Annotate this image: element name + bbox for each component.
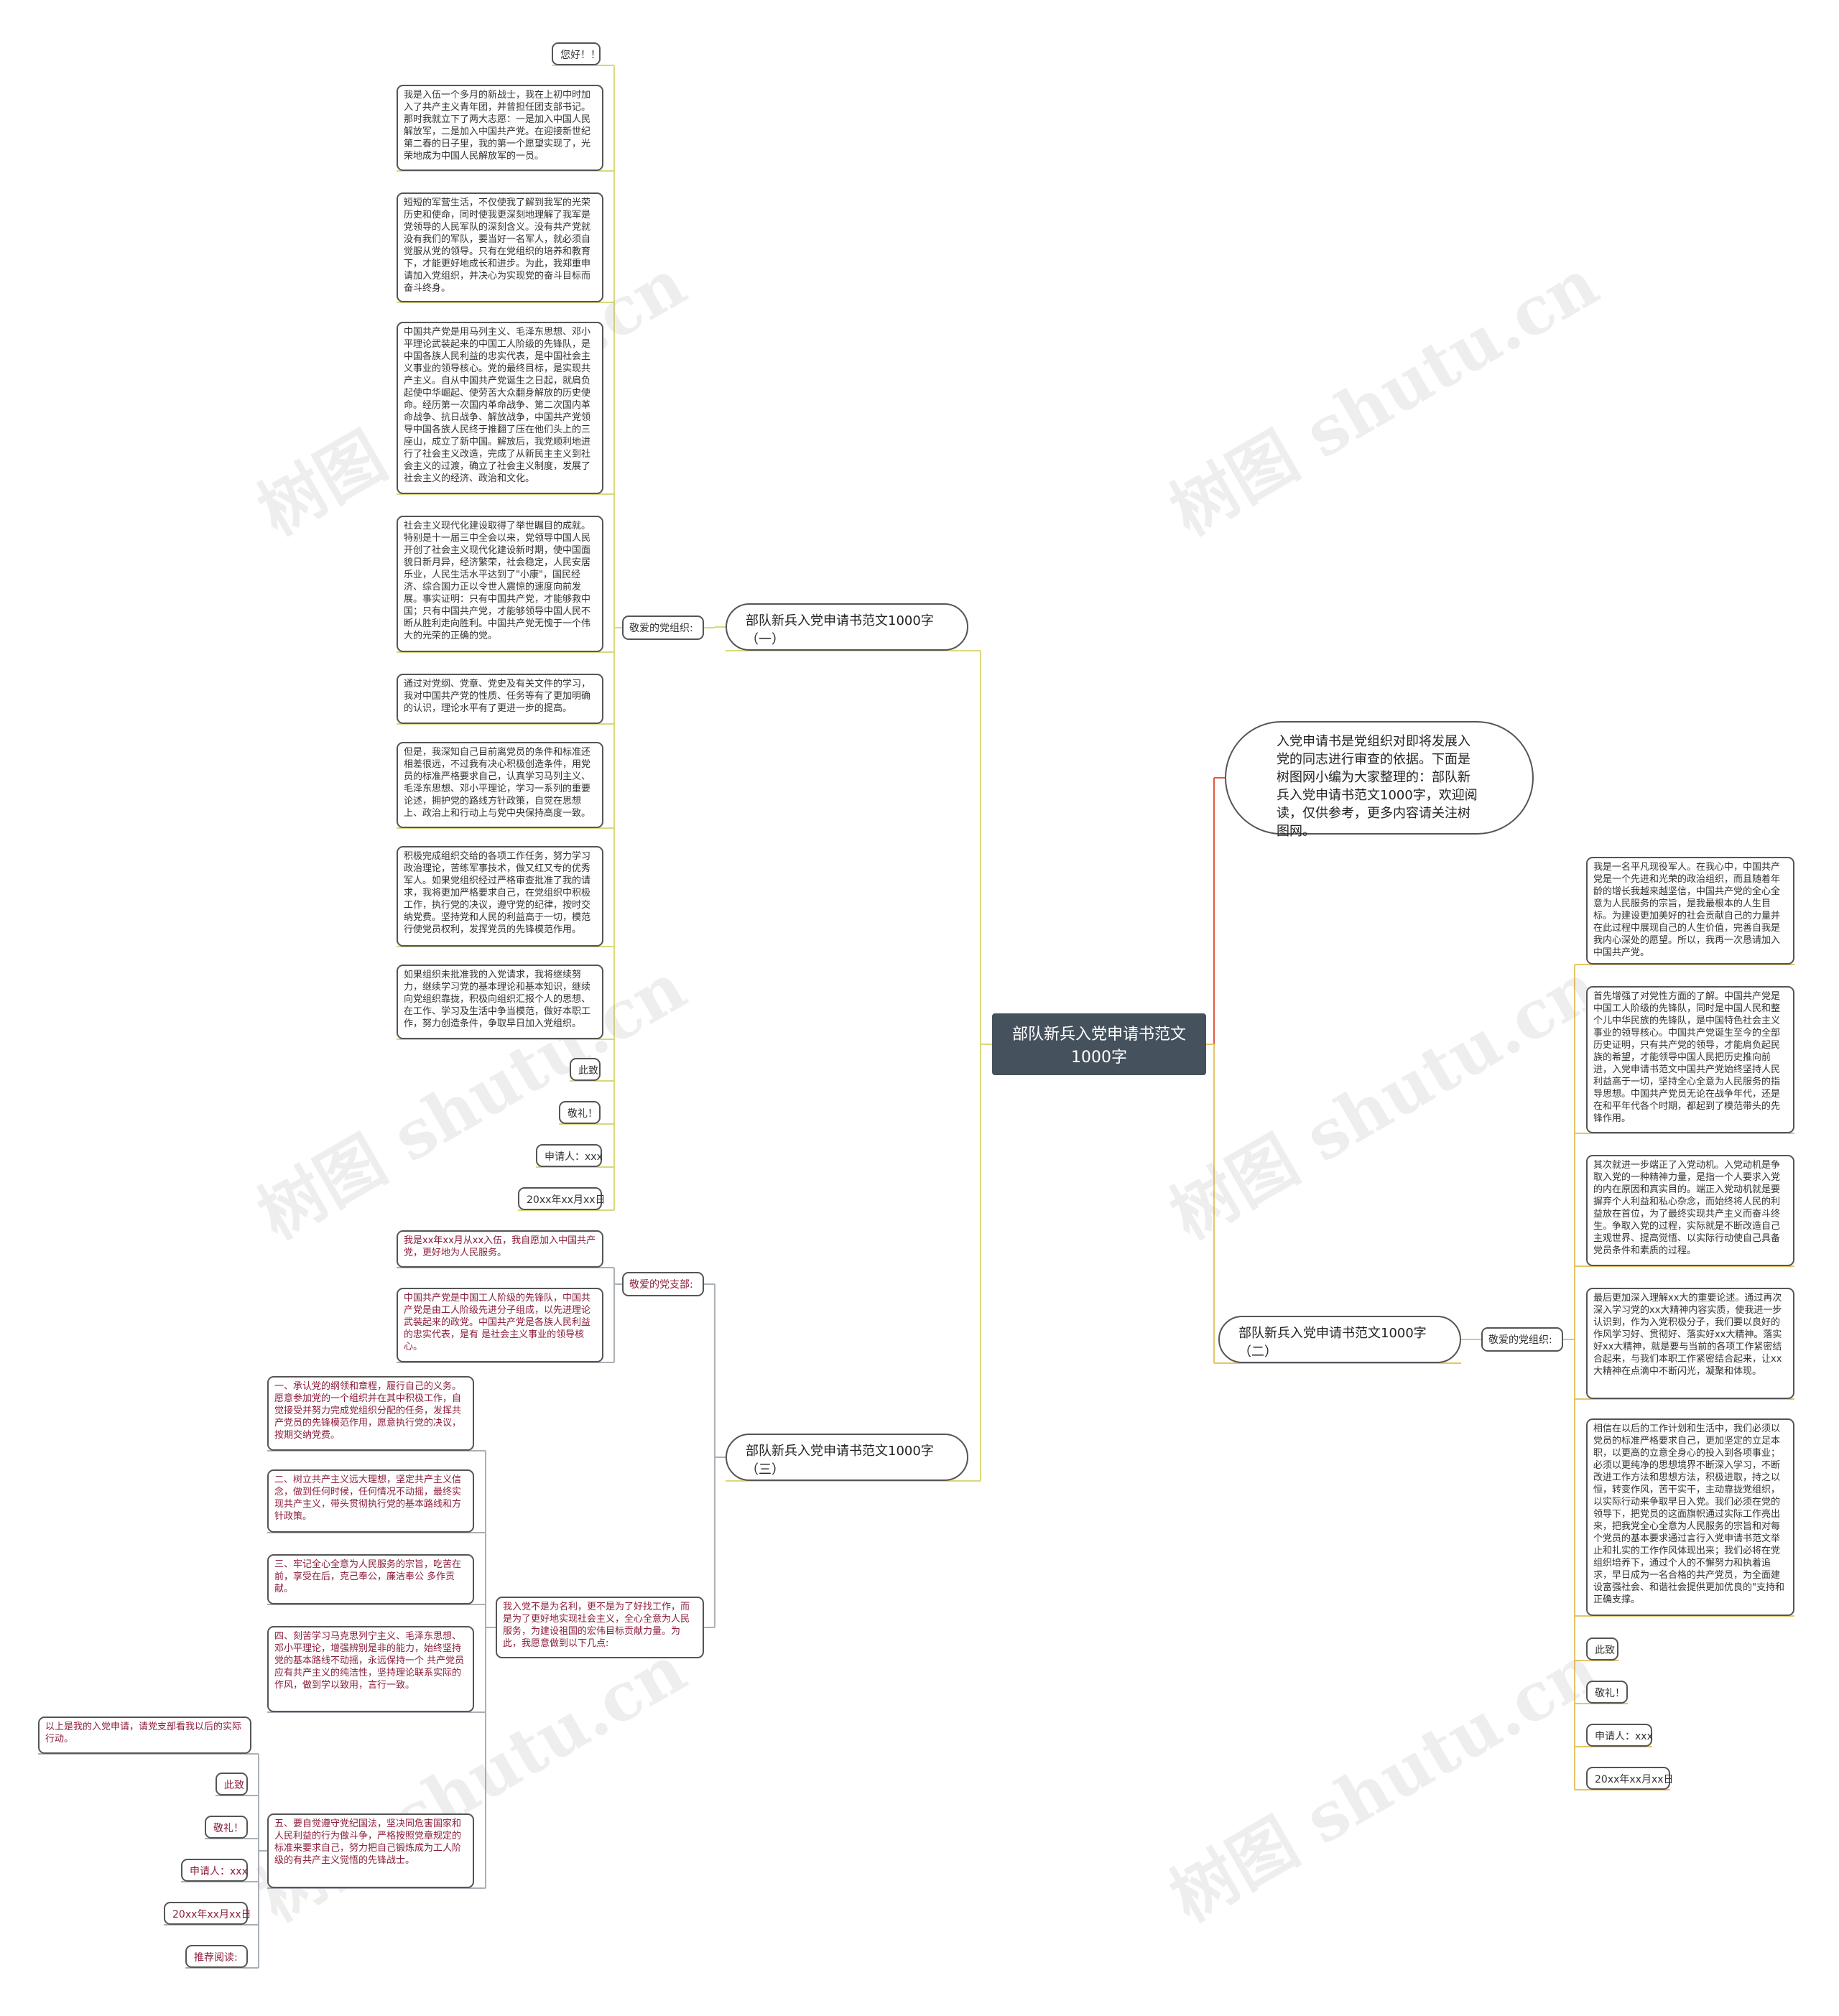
leaf-paragraph[interactable]: 相信在以后的工作计划和生活中，我们必须以党员的标准严格要求自己，更加坚定的立足本… (1586, 1418, 1794, 1616)
point-node[interactable]: 一、承认党的纲领和章程，履行自己的义务。愿意参加党的一个组织并在其中积极工作，自… (267, 1376, 474, 1451)
leaf-applicant[interactable]: 申请人：xxx (536, 1144, 603, 1167)
leaf-paragraph[interactable]: 我是一名平凡现役军人。在我心中，中国共产党是一个先进和光荣的政治组织，而且随着年… (1586, 857, 1794, 965)
leaf-applicant[interactable]: 申请人：xxx (181, 1859, 248, 1882)
commitment-node[interactable]: 我入党不是为名利，更不是为了好找工作，而是为了更好地实现社会主义，全心全意为人民… (496, 1597, 704, 1658)
salutation-node-2[interactable]: 敬爱的党组织: (1481, 1327, 1563, 1352)
leaf-paragraph[interactable]: 如果组织未批准我的入党请求，我将继续努力，继续学习党的基本理论和基本知识，继续向… (397, 965, 603, 1039)
leaf-salute[interactable]: 敬礼！ (559, 1101, 601, 1124)
branch-node-2[interactable]: 部队新兵入党申请书范文1000字（二） (1218, 1316, 1461, 1363)
leaf-greeting[interactable]: 您好！！ (552, 42, 601, 65)
leaf-paragraph[interactable]: 积极完成组织交给的各项工作任务，努力学习政治理论，苦练军事技术，做又红又专的优秀… (397, 846, 603, 947)
leaf-closing[interactable]: 此致 (1586, 1638, 1618, 1660)
leaf-paragraph[interactable]: 我是入伍一个多月的新战士，我在上初中时加入了共产主义青年团，并曾担任团支部书记。… (397, 85, 603, 171)
point-node[interactable]: 四、刻苦学习马克思列宁主义、毛泽东思想、邓小平理论，增强辨别是非的能力，始终坚持… (267, 1626, 474, 1712)
root-node[interactable]: 部队新兵入党申请书范文1000字 (992, 1013, 1206, 1075)
leaf-paragraph[interactable]: 首先增强了对党性方面的了解。中国共产党是中国工人阶级的先锋队，同时是中国人民和整… (1586, 986, 1794, 1133)
leaf-paragraph[interactable]: 以上是我的入党申请，请党支部看我以后的实际行动。 (38, 1717, 251, 1754)
leaf-closing[interactable]: 此致 (216, 1773, 248, 1796)
leaf-paragraph[interactable]: 其次就进一步端正了入党动机。入党动机是争取入党的一种精神力量，是指一个人要求入党… (1586, 1155, 1794, 1266)
leaf-closing[interactable]: 此致 (570, 1058, 601, 1081)
leaf-salute[interactable]: 敬礼！ (205, 1816, 248, 1839)
point-node[interactable]: 五、要自觉遵守党纪国法，坚决同危害国家和人民利益的行为做斗争，严格按照党章规定的… (267, 1813, 474, 1888)
leaf-applicant[interactable]: 申请人：xxx (1586, 1724, 1653, 1747)
point-node[interactable]: 三、牢记全心全意为人民服务的宗旨，吃苦在前，享受在后，克己奉公，廉洁奉公 多作贡… (267, 1554, 474, 1604)
salutation-node-1[interactable]: 敬爱的党组织: (622, 616, 704, 640)
intro-node[interactable]: 入党申请书是党组织对即将发展入党的同志进行审查的依据。下面是树图网小编为大家整理… (1225, 721, 1534, 839)
leaf-date[interactable]: 20xx年xx月xx日 (518, 1187, 606, 1210)
leaf-salute[interactable]: 敬礼！ (1586, 1681, 1628, 1704)
leaf-date[interactable]: 20xx年xx月xx日 (164, 1902, 251, 1925)
leaf-recommended[interactable]: 推荐阅读: (185, 1945, 248, 1968)
point-node[interactable]: 二、树立共产主义远大理想，坚定共产主义信念，做到任何时候，任何情况不动摇，最终实… (267, 1469, 474, 1533)
leaf-paragraph[interactable]: 最后更加深入理解xx大的重要论述。通过再次深入学习党的xx大精神内容实质，使我进… (1586, 1288, 1794, 1399)
leaf-paragraph[interactable]: 中国共产党是中国工人阶级的先锋队，中国共产党是由工人阶级先进分子组成，以先进理论… (397, 1288, 603, 1362)
salutation-node-3[interactable]: 敬爱的党支部: (622, 1272, 704, 1296)
branch-node-3[interactable]: 部队新兵入党申请书范文1000字（三） (726, 1434, 968, 1481)
leaf-paragraph[interactable]: 社会主义现代化建设取得了举世瞩目的成就。特别是十一届三中全会以来，党领导中国人民… (397, 516, 603, 652)
leaf-paragraph[interactable]: 中国共产党是用马列主义、毛泽东思想、邓小平理论武装起来的中国工人阶级的先锋队，是… (397, 322, 603, 494)
leaf-paragraph[interactable]: 我是xx年xx月从xx入伍，我自愿加入中国共产党，更好地为人民服务。 (397, 1230, 603, 1268)
branch-node-1[interactable]: 部队新兵入党申请书范文1000字（一） (726, 603, 968, 651)
leaf-paragraph[interactable]: 通过对党纲、党章、党史及有关文件的学习，我对中国共产党的性质、任务等有了更加明确… (397, 674, 603, 724)
leaf-paragraph[interactable]: 但是，我深知自己目前离党员的条件和标准还相差很远，不过我有决心积极创造条件，用党… (397, 742, 603, 828)
leaf-paragraph[interactable]: 短短的军营生活，不仅使我了解到我军的光荣历史和使命，同时使我更深刻地理解了我军是… (397, 192, 603, 302)
leaf-date[interactable]: 20xx年xx月xx日 (1586, 1767, 1674, 1790)
